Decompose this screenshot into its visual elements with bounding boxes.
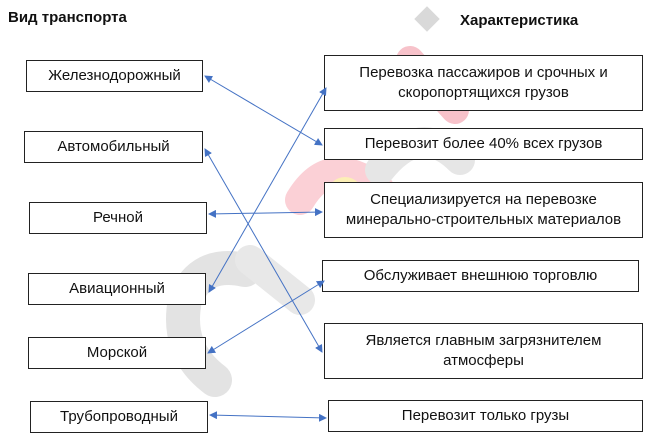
heading-transport-type: Вид транспорта [8, 9, 127, 26]
characteristic-label-cargo: Перевозит только грузы [401, 407, 570, 424]
transport-label-rail: Железнодорожный [48, 67, 181, 84]
transport-box-pipeline: Трубопроводный [30, 401, 208, 433]
connector-sea-trade [207, 280, 325, 354]
transport-box-air: Авиационный [28, 273, 206, 305]
transport-box-sea: Морской [28, 337, 206, 369]
transport-box-rail: Железнодорожный [26, 60, 203, 92]
transport-label-river: Речной [92, 209, 143, 226]
transport-label-pipeline: Трубопроводный [60, 408, 178, 425]
characteristic-box-cargo: Перевозит только грузы [328, 400, 643, 432]
transport-box-road: Автомобильный [24, 131, 203, 163]
characteristic-box-building: Специализируется на перевозке минерально… [324, 182, 643, 238]
characteristic-label-trade: Обслуживает внешнюю торговлю [363, 267, 598, 284]
connector-road-polluter [204, 148, 323, 353]
connector-air-passengers [208, 87, 327, 293]
transport-label-road: Автомобильный [57, 138, 170, 155]
connector-rail-share40 [204, 75, 323, 146]
characteristic-box-share40: Перевозит более 40% всех грузов [324, 128, 643, 160]
connector-pipeline-cargo [209, 411, 327, 422]
transport-label-sea: Морской [86, 344, 148, 361]
characteristic-label-share40: Перевозит более 40% всех грузов [364, 135, 603, 152]
transport-box-river: Речной [29, 202, 207, 234]
characteristic-box-polluter: Является главным загрязнителем атмосферы [324, 323, 643, 379]
characteristic-box-passengers: Перевозка пассажиров и срочных и скоропо… [324, 55, 643, 111]
characteristic-label-polluter: Является главным загрязнителем атмосферы [365, 332, 602, 369]
characteristic-label-passengers: Перевозка пассажиров и срочных и скоропо… [359, 64, 608, 101]
connector-river-building [208, 208, 323, 218]
characteristic-box-trade: Обслуживает внешнюю торговлю [322, 260, 639, 292]
transport-label-air: Авиационный [69, 280, 165, 297]
heading-characteristic: Характеристика [460, 12, 579, 29]
characteristic-label-building: Специализируется на перевозке минерально… [345, 191, 622, 228]
